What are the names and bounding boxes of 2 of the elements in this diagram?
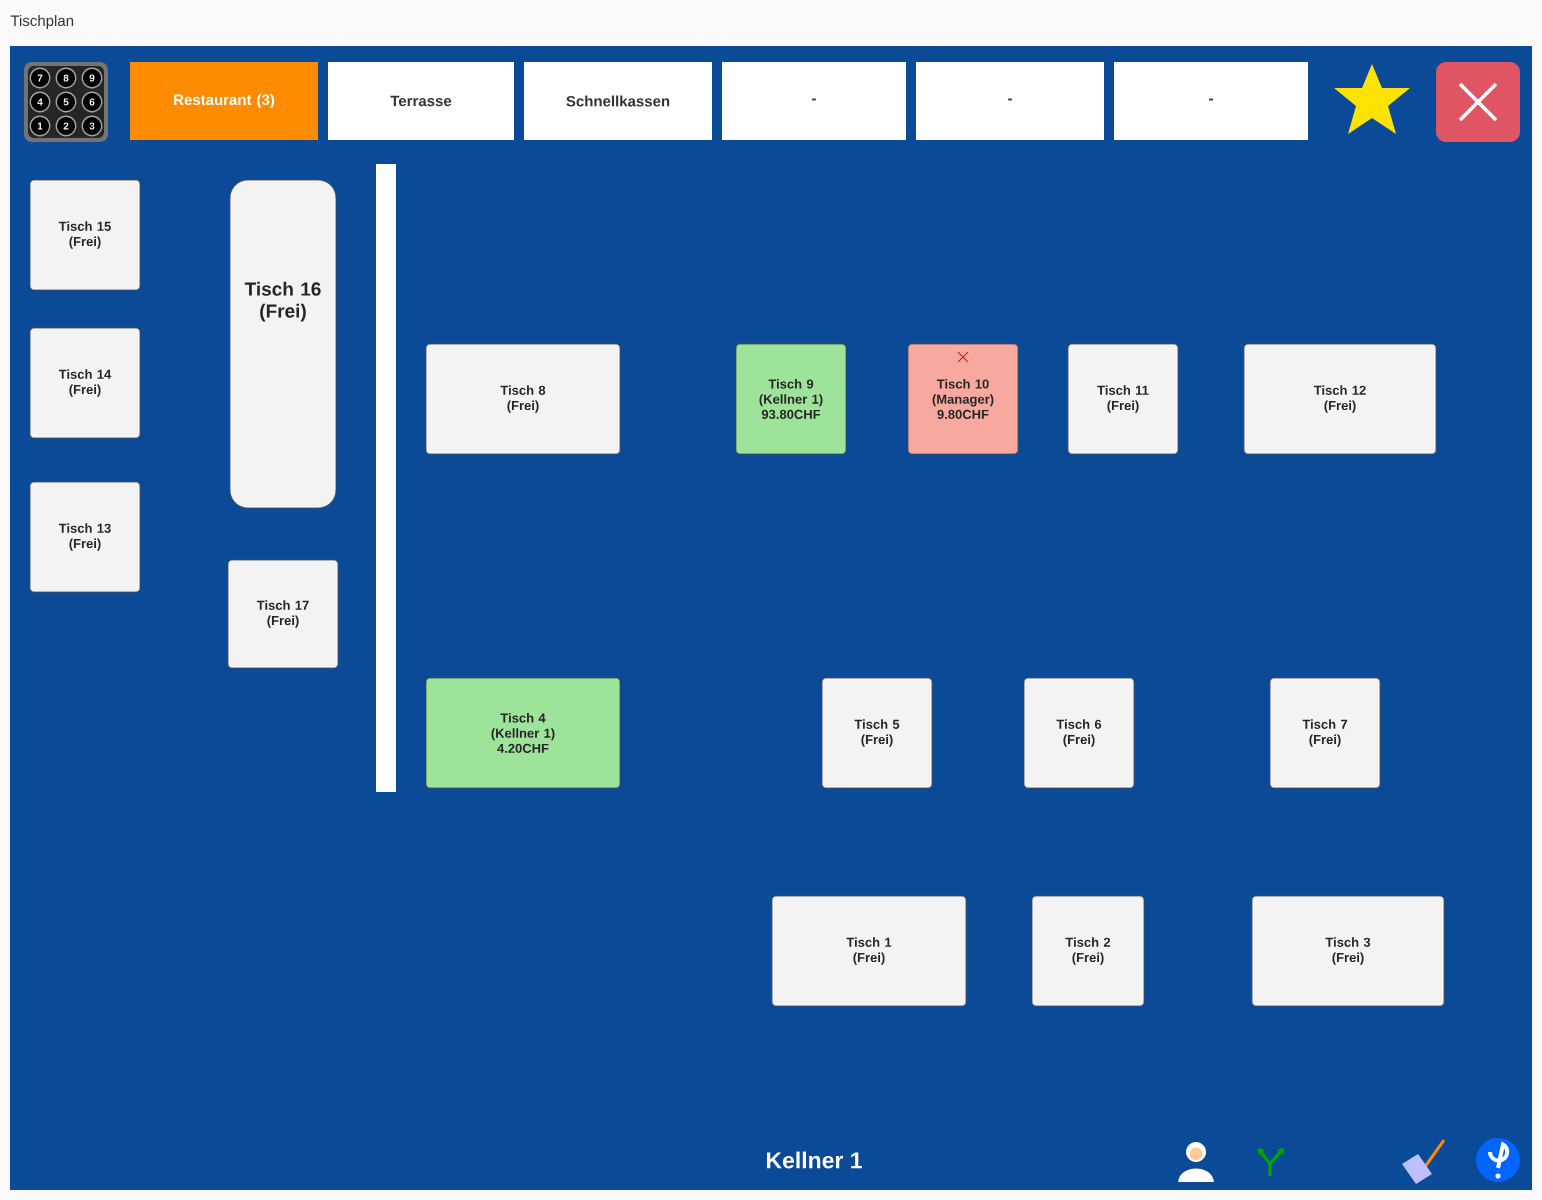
table-box: Tisch 16 (Frei) <box>229 179 337 509</box>
waiter-name: Kellner 1 <box>766 1151 862 1169</box>
